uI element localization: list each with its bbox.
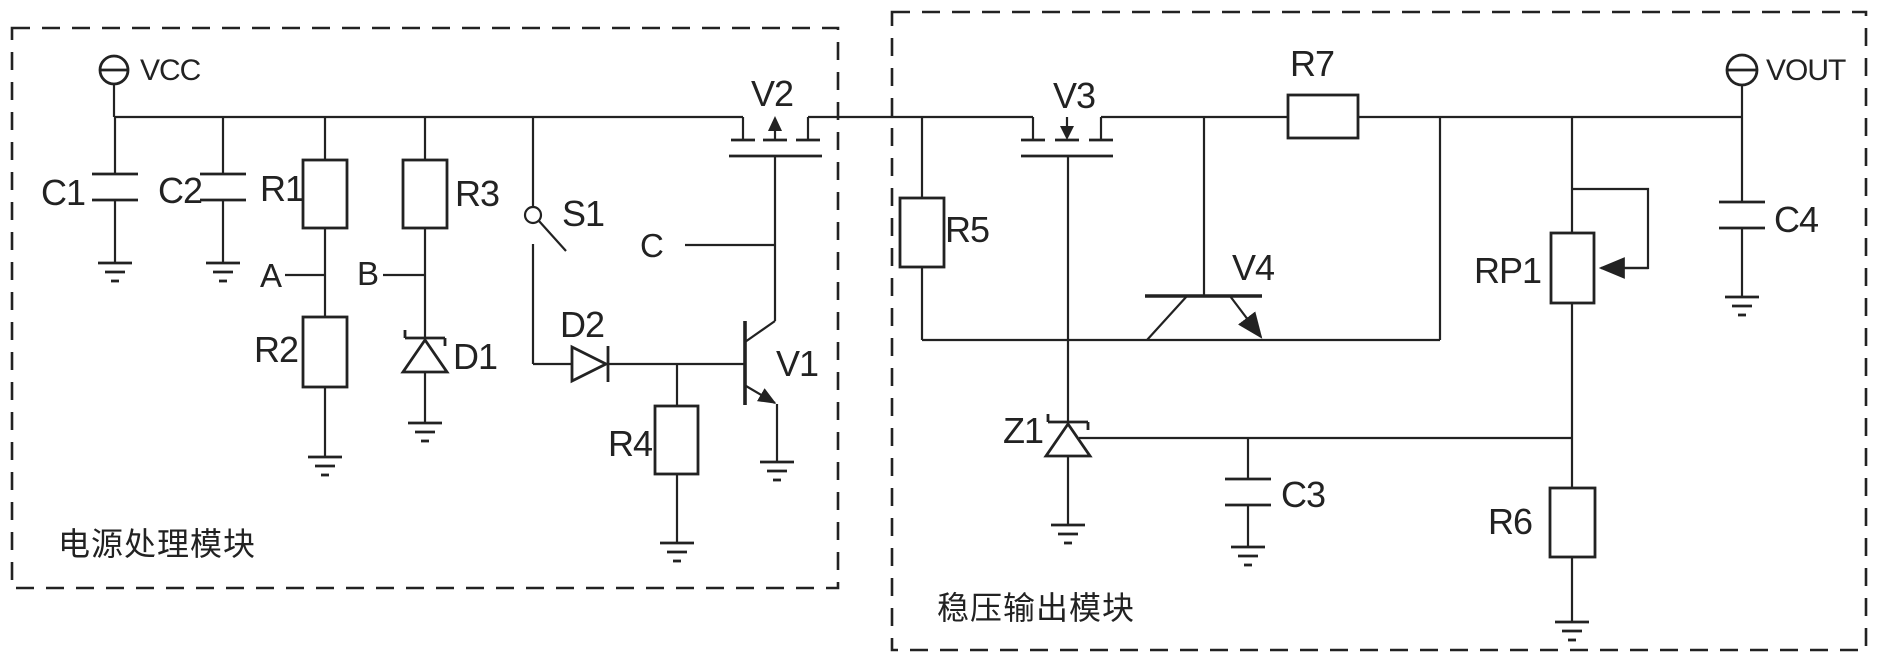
capacitor-c1 — [90, 117, 140, 283]
label-vout: VOUT — [1766, 54, 1846, 87]
emitter-arrow-icon — [745, 385, 777, 404]
label-r4: R4 — [608, 423, 652, 464]
diode-d2 — [533, 344, 745, 384]
zener-z1 — [1044, 412, 1572, 545]
capacitor-c2 — [198, 117, 248, 283]
label-c2: C2 — [158, 170, 202, 211]
emitter-arrow-icon — [1229, 295, 1263, 339]
label-r5: R5 — [945, 209, 989, 250]
ground-icon — [758, 460, 796, 482]
label-r7: R7 — [1290, 43, 1334, 84]
mosfet-v2 — [729, 116, 822, 321]
capacitor-c4 — [1717, 117, 1767, 317]
terminal-vout — [1725, 53, 1759, 117]
resistor-r5 — [898, 117, 946, 340]
zener-d1 — [401, 328, 449, 443]
label-node-b: B — [357, 255, 378, 292]
ground-icon — [1049, 523, 1087, 545]
ground-icon — [1723, 295, 1761, 317]
label-r2: R2 — [254, 329, 298, 370]
bjt-v1 — [743, 320, 796, 482]
terminal-vcc — [98, 54, 130, 117]
label-z1: Z1 — [1003, 410, 1043, 451]
mosfet-arrow-down-icon — [1060, 126, 1074, 140]
label-r3: R3 — [455, 173, 499, 214]
potentiometer-rp1 — [1549, 117, 1650, 488]
ground-icon — [1229, 545, 1267, 567]
bjt-v4 — [1145, 117, 1263, 341]
label-v3: V3 — [1053, 75, 1095, 116]
switch-pivot-icon — [523, 205, 543, 225]
resistor-r7 — [1286, 93, 1360, 140]
feedback-wire — [922, 117, 1442, 342]
resistor-r3 — [401, 117, 449, 338]
label-d1: D1 — [453, 336, 497, 377]
resistor-r1 — [301, 117, 349, 317]
mosfet-arrow-up-icon — [768, 116, 782, 131]
label-c3: C3 — [1281, 474, 1325, 515]
ground-icon — [306, 455, 344, 477]
switch-blade-icon — [538, 220, 567, 252]
label-r6: R6 — [1488, 501, 1532, 542]
resistor-r4 — [653, 364, 700, 563]
label-v1: V1 — [776, 343, 818, 384]
label-s1: S1 — [562, 193, 604, 234]
module-output-border — [890, 10, 1868, 652]
module-label-power: 电源处理模块 — [58, 526, 256, 562]
mosfet-v3 — [1021, 117, 1113, 422]
resistor-r6 — [1548, 486, 1597, 642]
label-d2: D2 — [560, 304, 604, 345]
ground-icon — [406, 421, 444, 443]
ground-icon — [96, 261, 134, 283]
ground-icon — [658, 541, 696, 563]
label-rp1: RP1 — [1474, 250, 1541, 291]
label-node-a: A — [260, 257, 282, 294]
ground-icon — [204, 261, 242, 283]
label-r1: R1 — [260, 168, 304, 209]
module-power-border — [10, 26, 840, 590]
switch-s1 — [523, 117, 567, 364]
label-c1: C1 — [41, 172, 85, 213]
label-vcc: VCC — [140, 54, 201, 87]
capacitor-c3 — [1223, 438, 1273, 567]
label-node-c: C — [640, 227, 663, 264]
ground-icon — [1553, 620, 1591, 642]
label-c4: C4 — [1774, 199, 1818, 240]
module-label-output: 稳压输出模块 — [937, 590, 1135, 626]
resistor-r2 — [301, 315, 349, 477]
label-v4: V4 — [1232, 247, 1274, 288]
label-v2: V2 — [751, 73, 793, 114]
